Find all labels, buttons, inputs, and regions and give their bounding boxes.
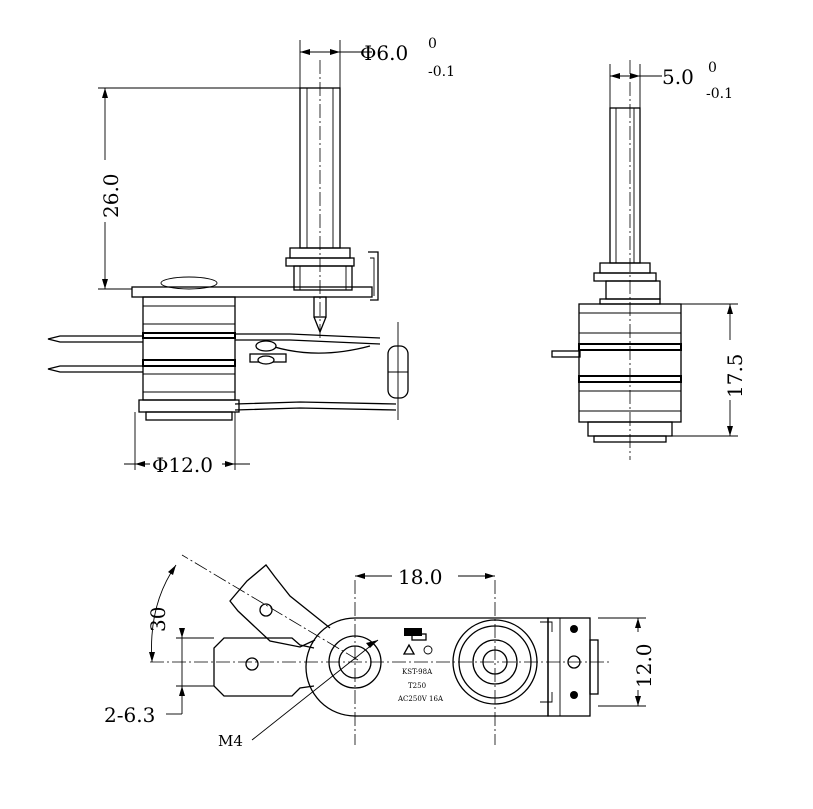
shaft-diameter-label: Φ6.0 [360, 41, 408, 65]
dim-shaft-diameter: Φ6.0 0 -0.1 [299, 36, 455, 88]
side-shaft [609, 107, 641, 264]
shaft-diameter-tol-lower: -0.1 [428, 64, 455, 80]
body-diameter-label: Φ12.0 [152, 453, 213, 477]
dim-terminal-angle: 30 [146, 564, 177, 663]
dim-body-diameter: Φ12.0 [124, 412, 250, 477]
mounting-plate [131, 286, 373, 298]
marking-rating: AC250V 16A [397, 695, 444, 703]
terminal-angle-label: 30 [146, 607, 170, 632]
thread-label: M4 [218, 732, 243, 750]
front-view [47, 60, 409, 421]
flat-width-tol-lower: -0.1 [706, 86, 733, 102]
terminal-size-label: 2-6.3 [104, 703, 155, 727]
hole-spacing-label: 18.0 [398, 565, 443, 589]
shaft-diameter-tol-upper: 0 [428, 36, 437, 52]
dim-shaft-length: 26.0 [96, 87, 300, 290]
flat-width-label: 5.0 [662, 65, 694, 89]
marking-temp: T250 [408, 682, 426, 690]
flat-width-tol-upper: 0 [708, 60, 717, 76]
side-height-label: 17.5 [723, 353, 747, 398]
dim-thread: M4 [218, 639, 379, 750]
base-width-label: 12.0 [632, 643, 656, 688]
dim-base-width: 12.0 [598, 617, 656, 707]
dim-side-height: 17.5 [672, 303, 747, 437]
side-view [551, 60, 682, 460]
dim-terminal-size: 2-6.3 [104, 628, 214, 727]
top-view: KST-98A T250 AC250V 16A [150, 554, 610, 745]
shaft-length-label: 26.0 [99, 173, 123, 218]
dim-flat-width: 5.0 0 -0.1 [609, 60, 733, 108]
marking-model: KST-98A [402, 668, 433, 676]
dim-hole-spacing: 18.0 [355, 562, 495, 589]
